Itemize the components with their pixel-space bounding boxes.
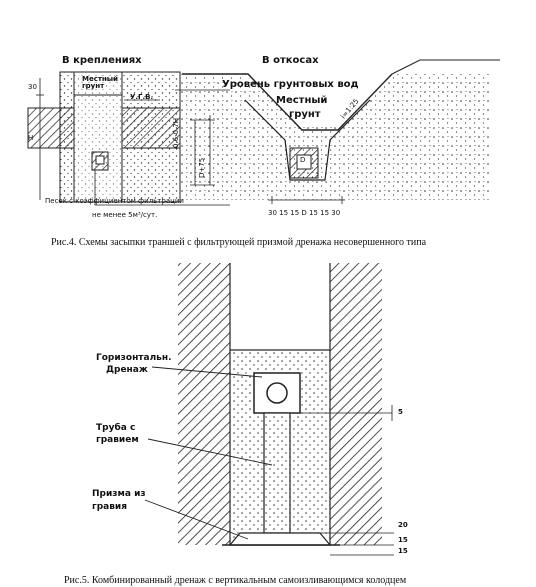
left-scheme: [27, 71, 181, 203]
dim-d75-label: D+75: [198, 157, 206, 178]
ugv-label: У.Г.В.: [130, 93, 154, 101]
pipe-label-1: Труба с: [96, 423, 136, 433]
figure-5-caption: Рис.5. Комбинированный дренаж с вертикал…: [64, 575, 407, 586]
dim-20-label: 20: [398, 521, 408, 529]
pipe-label-2: гравием: [96, 435, 139, 445]
sand-leader: [94, 170, 230, 206]
soil-label: грунт: [289, 109, 321, 120]
well-section: [178, 263, 382, 546]
dim-d-label: D: [300, 156, 306, 164]
local-soil-label: Местный: [276, 95, 328, 106]
dim-5-label: 5: [398, 408, 403, 416]
figure-4-caption: Рис.4. Схемы засыпки траншей с фильтрующ…: [51, 237, 427, 248]
sand-label-line1: Песок с коэффициентом фильтрации: [45, 197, 184, 205]
bottom-dimensions: 30 15 15 D 15 15 30: [268, 209, 341, 217]
dim-15a-label: 15: [398, 536, 408, 544]
figure-4-drawing: [27, 59, 500, 206]
prism-label-2: гравия: [92, 502, 127, 512]
left-scheme-title: В креплениях: [62, 55, 142, 66]
leader-lines: [144, 366, 394, 556]
local-soil-small-label: Местный грунт: [82, 75, 118, 90]
prism-label-1: Призма из: [92, 489, 146, 499]
dim-ratio-label: 0.6-0.7H: [172, 117, 180, 148]
right-scheme-title: В откосах: [262, 55, 319, 66]
figure-5-drawing: [144, 263, 394, 556]
dim-h-label: H: [28, 134, 34, 142]
right-scheme: [175, 59, 500, 204]
groundwater-level-label: Уровень грунтовых вод: [222, 79, 359, 90]
dim-15b-label: 15: [398, 547, 408, 555]
horizontal-drain-label-2: Дренаж: [106, 365, 148, 375]
dim-30-label: 30: [28, 83, 37, 91]
horizontal-drain-label-1: Горизонтальн.: [96, 353, 172, 363]
sand-label-line2: не менее 5м³/сут.: [92, 211, 158, 219]
